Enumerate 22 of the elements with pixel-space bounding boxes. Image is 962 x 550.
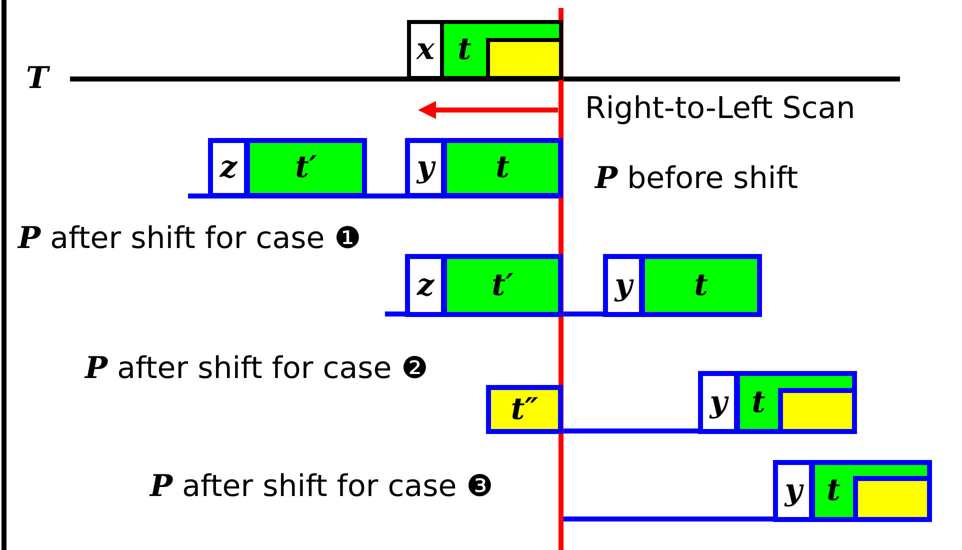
segment-label: t′ xyxy=(490,266,514,304)
segment-label: y xyxy=(613,266,635,304)
segment-label: t xyxy=(494,149,510,187)
segment-box xyxy=(486,385,563,434)
segment-label: t xyxy=(456,31,472,69)
segment-label: y xyxy=(708,384,730,422)
segment-label: t xyxy=(750,384,766,422)
segment-label: y xyxy=(783,472,805,510)
text-label: T xyxy=(26,62,48,95)
pattern-label: P after shift for case ❶ xyxy=(18,222,362,255)
segment-label: t″ xyxy=(510,390,540,428)
segment-label: t′ xyxy=(294,149,318,187)
pattern-label: P after shift for case ❸ xyxy=(150,470,494,503)
segment-label: x xyxy=(415,31,436,69)
pattern-label: P after shift for case ❷ xyxy=(85,352,428,385)
segment-label: t xyxy=(826,472,842,510)
pattern-label: P before shift xyxy=(595,162,798,195)
segment-label: y xyxy=(415,149,437,187)
segment-label: z xyxy=(416,266,436,304)
scan-direction-label: Right-to-Left Scan xyxy=(585,92,856,125)
segment-label: z xyxy=(218,149,238,187)
segment-label: t xyxy=(693,266,709,304)
